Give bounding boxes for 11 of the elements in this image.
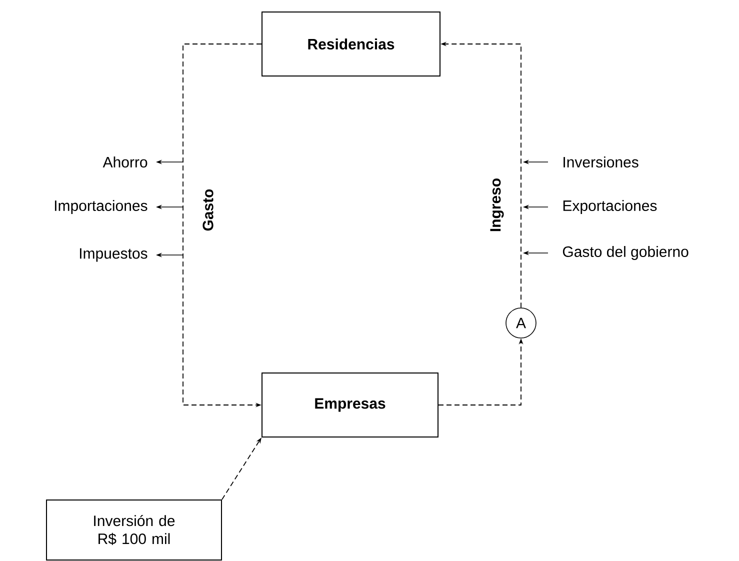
flow-label: Importaciones — [54, 200, 148, 214]
box: Empresas — [262, 372, 438, 438]
flow-label: Impuestos — [80, 248, 148, 262]
flow-label: Inversiones — [564, 156, 638, 168]
flow-label: Gasto del gobierno — [562, 246, 688, 260]
edge-label: Gasto — [202, 188, 214, 232]
box: Inversión de R$ 100 mil — [46, 500, 222, 560]
flow-label: Ahorro — [102, 156, 148, 168]
edge-label: Ingreso — [489, 176, 505, 234]
flow-label: Exportaciones — [563, 200, 657, 214]
box: Residencias — [262, 12, 440, 76]
